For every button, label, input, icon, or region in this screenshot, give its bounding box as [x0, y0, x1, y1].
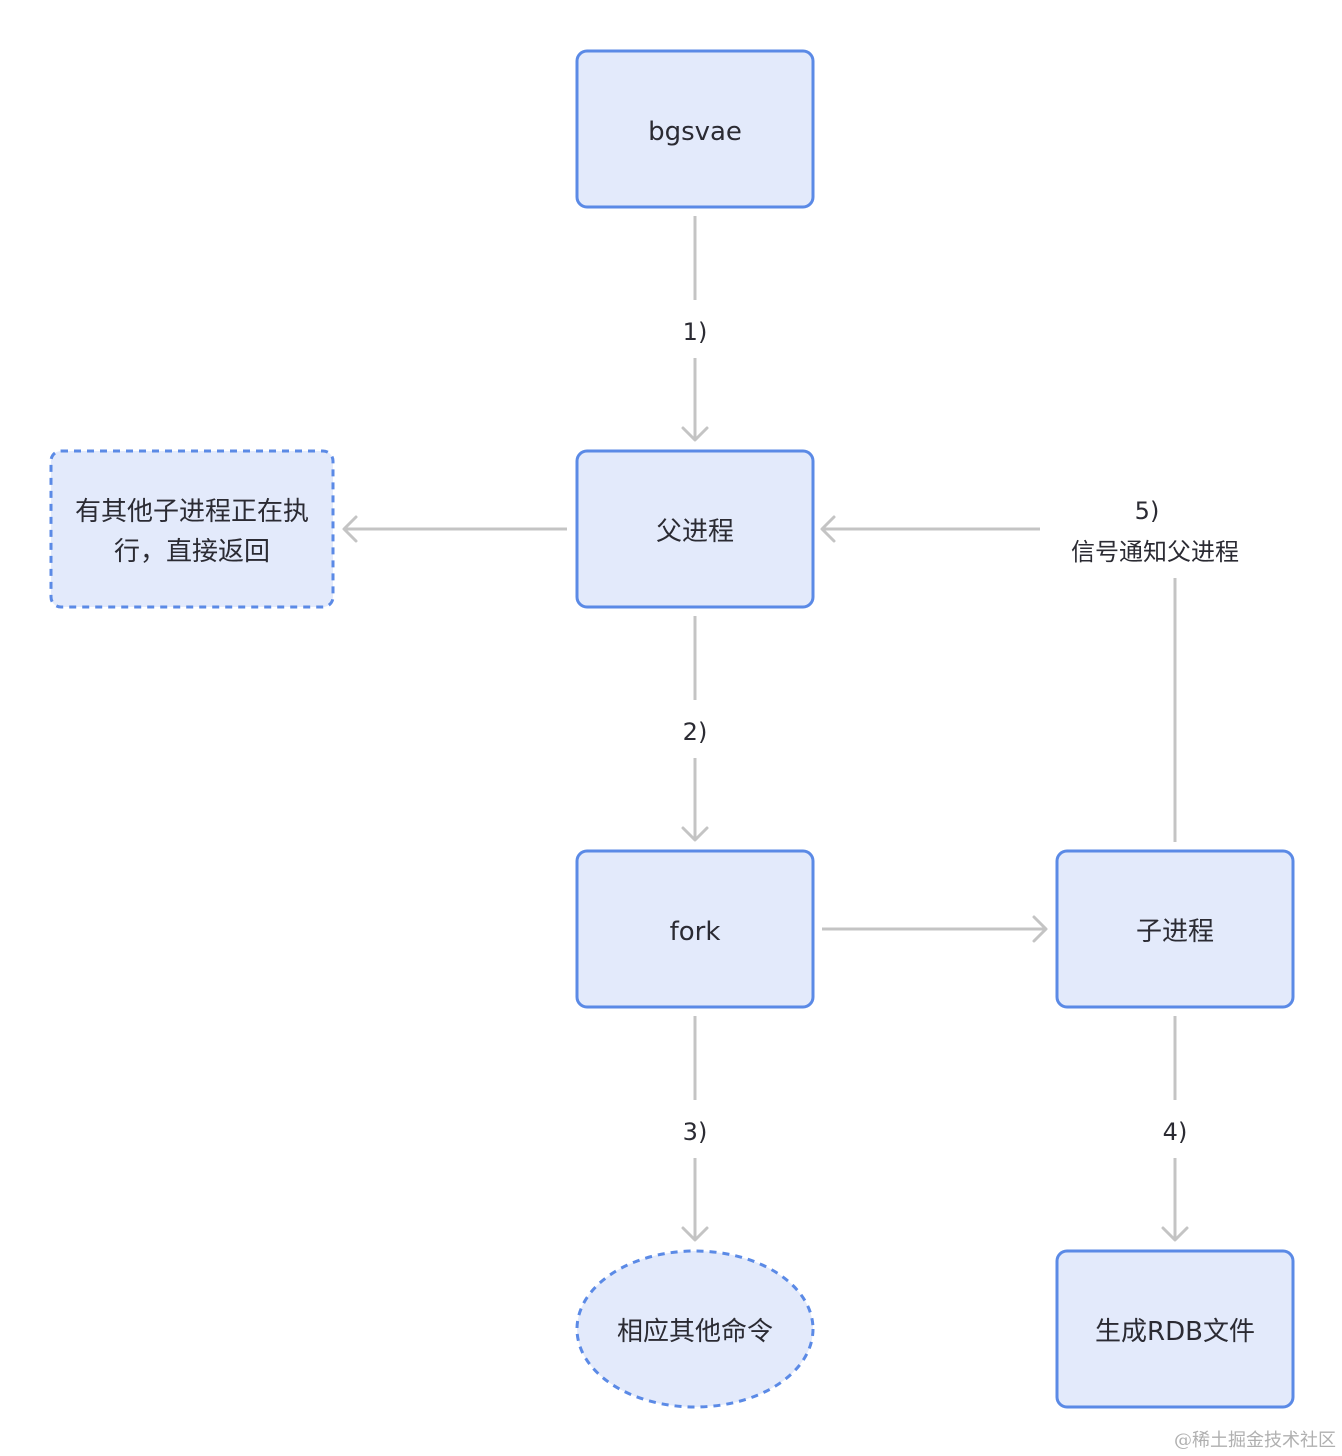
edge-label-step5: 5)	[1135, 497, 1160, 525]
edge-fork-to-child	[822, 915, 1048, 943]
node-fork: fork	[575, 849, 815, 1009]
node-busy-return: 有其他子进程正在执 行，直接返回	[49, 449, 335, 609]
edge-fork-to-other-cmd: 3)	[681, 1016, 709, 1242]
edge-label-step3: 3)	[683, 1118, 708, 1146]
node-child-label: 子进程	[1136, 917, 1214, 947]
node-parent-process: 父进程	[575, 449, 815, 609]
node-bgsave: bgsvae	[575, 49, 815, 209]
edge-parent-to-fork: 2)	[681, 616, 709, 842]
node-parent-label: 父进程	[656, 517, 734, 547]
node-generate-rdb: 生成RDB文件	[1055, 1249, 1295, 1409]
node-rdb-label: 生成RDB文件	[1095, 1317, 1255, 1347]
edge-parent-to-busy	[342, 515, 567, 543]
edge-child-to-parent: 5) 信号通知父进程	[820, 497, 1239, 842]
edge-child-to-rdb: 4)	[1161, 1016, 1189, 1242]
node-other-commands: 相应其他命令	[575, 1249, 815, 1409]
node-other-cmd-label: 相应其他命令	[617, 1317, 773, 1347]
edge-label-step4: 4)	[1163, 1118, 1188, 1146]
edge-label-signal: 信号通知父进程	[1071, 538, 1239, 566]
edge-bgsave-to-parent: 1)	[681, 216, 709, 442]
node-busy-label-line2: 行，直接返回	[114, 537, 270, 567]
watermark: @稀土掘金技术社区	[1174, 1430, 1336, 1451]
node-child-process: 子进程	[1055, 849, 1295, 1009]
node-busy-label-line1: 有其他子进程正在执	[75, 497, 309, 527]
edge-label-step1: 1)	[683, 318, 708, 346]
node-bgsave-label: bgsvae	[648, 117, 742, 147]
node-fork-label: fork	[670, 917, 721, 947]
edge-label-step2: 2)	[683, 718, 708, 746]
